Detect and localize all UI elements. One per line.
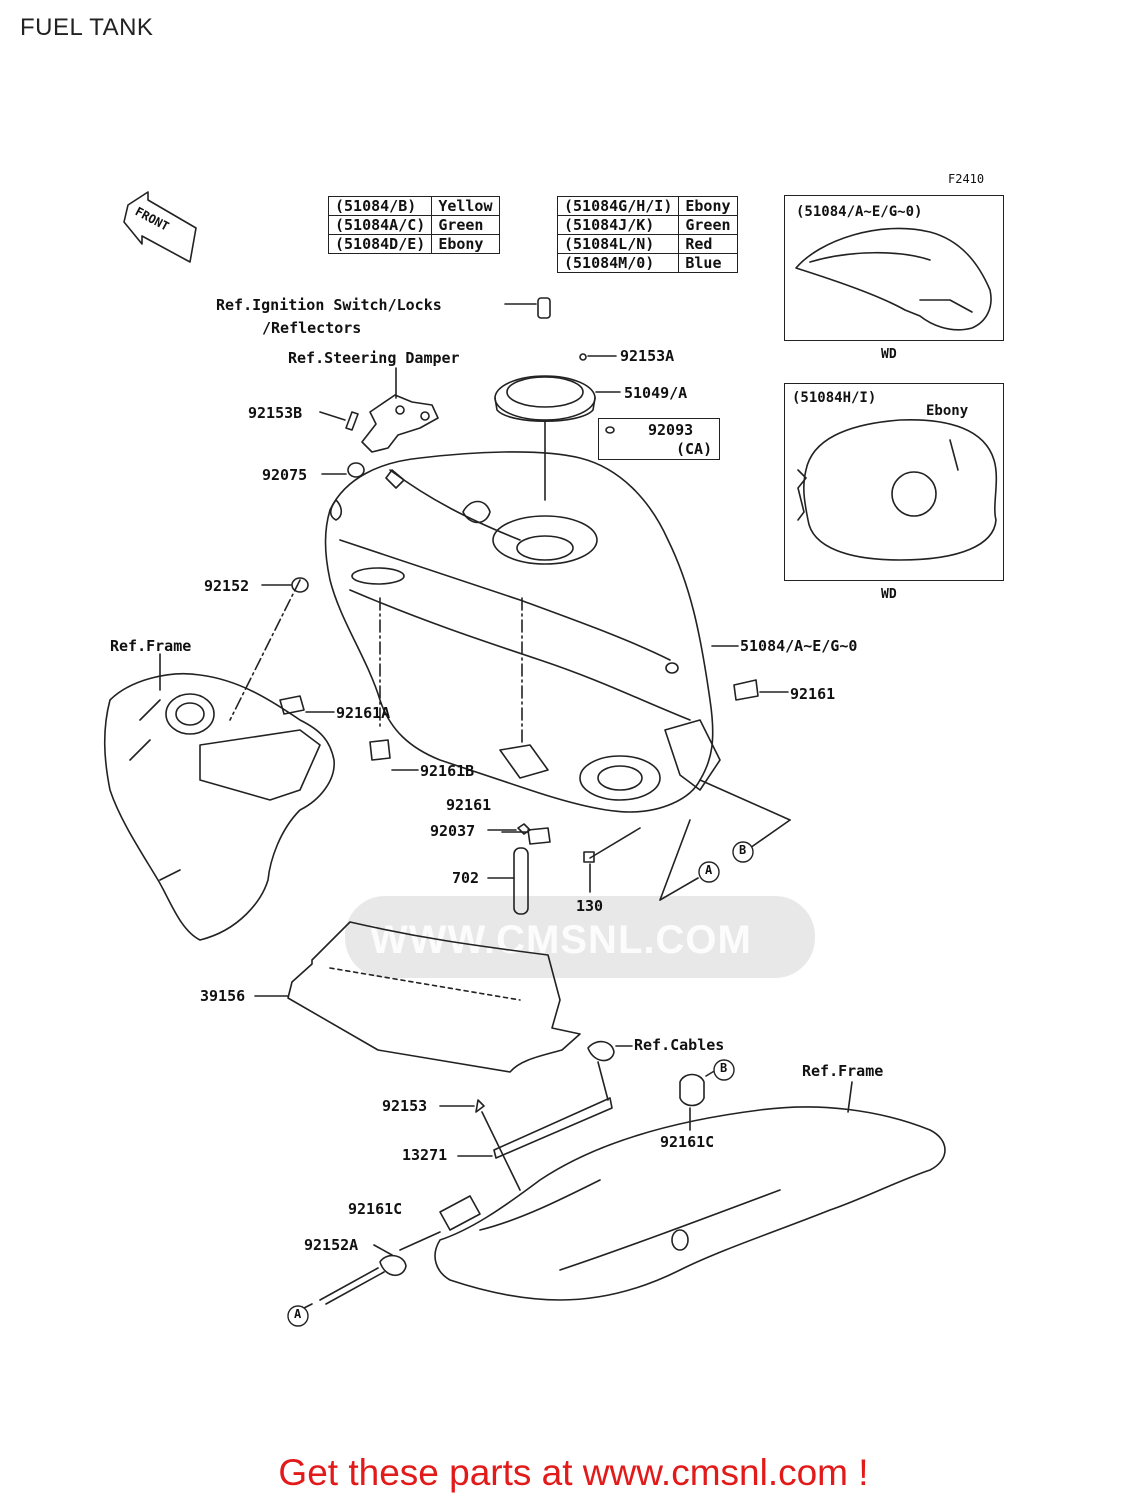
seat-pad	[287, 921, 581, 1073]
ref-ignition-label: Ref.Ignition Switch/Locks	[216, 296, 442, 314]
table-row: (51084G/H/I)Ebony	[556, 196, 738, 216]
part-92161C-right: 92161C	[660, 1133, 715, 1151]
callout-b2-circle	[713, 1059, 735, 1081]
ref-frame-bottom-label: Ref.Frame	[802, 1062, 884, 1080]
table-row: (51084D/E)Ebony	[327, 234, 500, 254]
part-51084: 51084/A~E/G~0	[740, 637, 858, 655]
part-92161C-left: 92161C	[348, 1200, 403, 1218]
part-92161: 92161	[790, 685, 836, 703]
ref-steering-label: Ref.Steering Damper	[288, 349, 460, 367]
table-row: (51084A/C)Green	[327, 215, 500, 235]
part-51049A: 51049/A	[624, 384, 688, 402]
table-cell: (51084G/H/I)	[556, 196, 680, 216]
part-92037: 92037	[430, 822, 476, 840]
callout-b-circle	[732, 841, 754, 863]
part-92161-mid: 92161	[446, 796, 492, 814]
inset-top-box	[784, 195, 1004, 341]
inset-tank-bottom-shape	[803, 419, 998, 561]
callout-b2-letter: B	[720, 1061, 728, 1075]
part-92161B: 92161B	[420, 762, 475, 780]
callout-a2-circle	[287, 1305, 309, 1327]
part-13271: 13271	[402, 1146, 448, 1164]
inset-bottom-color: Ebony	[926, 403, 969, 419]
inset-top-label: (51084/A~E/G~0)	[796, 204, 923, 220]
cta-link[interactable]: Get these parts at www.cmsnl.com !	[278, 1452, 869, 1493]
part-130: 130	[576, 897, 604, 915]
part-92152A: 92152A	[304, 1236, 359, 1254]
ref-frame-top-label: Ref.Frame	[110, 637, 192, 655]
table-cell: Ebony	[678, 196, 738, 216]
table-cell: Green	[678, 215, 738, 235]
callout-a2-letter: A	[294, 1307, 302, 1321]
callout-a-letter: A	[705, 863, 713, 877]
part-702: 702	[452, 869, 480, 887]
table-cell: Yellow	[431, 196, 500, 216]
table-cell: (51084M/0)	[556, 253, 680, 273]
part-92075: 92075	[262, 466, 308, 484]
table-row: (51084J/K)Green	[556, 215, 738, 235]
table-cell: (51084L/N)	[556, 234, 680, 254]
table-cell: Ebony	[431, 234, 500, 254]
ref-cables-label: Ref.Cables	[634, 1036, 725, 1054]
part-92093: 92093	[648, 421, 694, 439]
table-row: (51084/B)Yellow	[327, 196, 500, 216]
front-arrow-icon	[123, 191, 197, 263]
ref-ignition-label-2: /Reflectors	[262, 319, 362, 337]
part-92161A: 92161A	[336, 704, 391, 722]
part-92153A: 92153A	[620, 347, 675, 365]
watermark-text: WWW.CMSNL.COM	[370, 918, 752, 962]
left-frame	[103, 672, 335, 941]
table-cell: (51084D/E)	[327, 234, 433, 254]
table-cell: (51084J/K)	[556, 215, 680, 235]
part-92152: 92152	[204, 577, 250, 595]
callout-b-letter: B	[739, 843, 747, 857]
inset-tank-top-shape	[795, 227, 992, 331]
inset-bottom-label: (51084H/I)	[792, 390, 877, 406]
color-table-right: (51084G/H/I)Ebony (51084J/K)Green (51084…	[556, 196, 738, 273]
inset-bottom-wd: WD	[881, 587, 897, 602]
part-92093-ca: (CA)	[676, 440, 713, 458]
part-39156: 39156	[200, 987, 246, 1005]
part-92153: 92153	[382, 1097, 428, 1115]
color-table-left: (51084/B)Yellow (51084A/C)Green (51084D/…	[327, 196, 500, 254]
table-cell: (51084/B)	[327, 196, 433, 216]
part-92153B: 92153B	[248, 404, 303, 422]
table-row: (51084M/0)Blue	[556, 253, 738, 273]
rear-frame	[434, 1106, 946, 1301]
page-title: FUEL TANK	[20, 14, 154, 41]
table-row: (51084L/N)Red	[556, 234, 738, 254]
table-cell: Green	[431, 215, 500, 235]
part-92093-box	[598, 418, 720, 460]
figure-code: F2410	[948, 172, 985, 186]
inset-top-wd: WD	[881, 347, 897, 362]
callout-a-circle	[698, 861, 720, 883]
table-cell: Red	[678, 234, 738, 254]
inset-bottom-box	[784, 383, 1004, 581]
table-cell: Blue	[678, 253, 738, 273]
table-cell: (51084A/C)	[327, 215, 433, 235]
